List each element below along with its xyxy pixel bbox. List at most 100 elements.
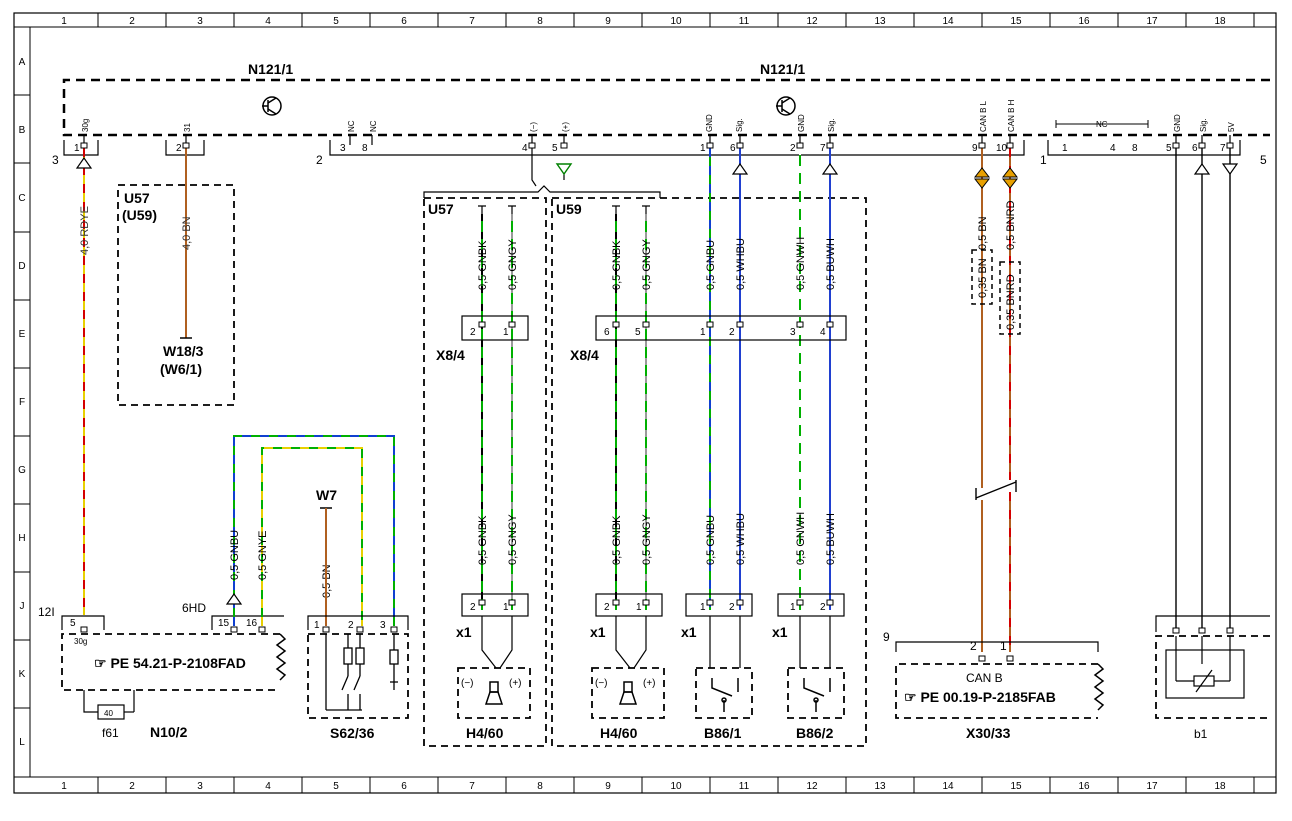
pin-number: 1 xyxy=(503,602,509,613)
row-label: F xyxy=(19,397,25,408)
wire-label: 0,5 WHBU xyxy=(735,513,747,565)
col-label: 17 xyxy=(1146,16,1158,27)
switch-icon xyxy=(325,634,399,711)
wire-label: 0,5 GNBK xyxy=(477,240,489,290)
component-label: S62/36 xyxy=(330,725,375,741)
box-label: U57 xyxy=(428,201,454,217)
wire-label: 0,5 GNGY xyxy=(641,514,653,565)
wire-label: 0,35 BN xyxy=(977,258,989,298)
pin-number: 6 xyxy=(1192,143,1198,154)
wire-label: 0,5 GNGY xyxy=(507,514,519,565)
pin-numbers: 1 2 3 8 4 5 1 6 2 7 9 10 1 4 8 5 6 7 xyxy=(74,143,1226,154)
connector-label: 5 xyxy=(1260,153,1267,167)
component-label: b1 xyxy=(1194,727,1208,741)
row-labels: A B C D E F G H J K L xyxy=(18,57,26,748)
connector-label: 12I xyxy=(38,605,55,619)
fuse-icon xyxy=(83,690,135,720)
polarity-plus: (+) xyxy=(643,678,656,689)
row-label: L xyxy=(19,737,25,748)
speaker-icon xyxy=(618,681,638,705)
col-label: 16 xyxy=(1078,16,1090,27)
pin-number: 9 xyxy=(972,143,978,154)
connector-label: X8/4 xyxy=(570,347,599,363)
s62-box xyxy=(307,633,409,719)
pin-number: 2 xyxy=(790,143,796,154)
wire-label: 0,5 GNWH xyxy=(795,237,807,290)
pin-number: 3 xyxy=(340,143,346,154)
col-label: 5 xyxy=(333,781,339,792)
component-label: X30/33 xyxy=(966,725,1011,741)
x8-4-connector xyxy=(461,315,847,341)
wire-label: 0,5 GNBK xyxy=(611,515,623,565)
col-label: 15 xyxy=(1010,781,1022,792)
col-label: 18 xyxy=(1214,16,1226,27)
col-label: 3 xyxy=(197,16,203,27)
col-label: 18 xyxy=(1214,781,1226,792)
pin-number: 1 xyxy=(790,602,796,613)
pin-number: 2 xyxy=(470,602,476,613)
b1-wires xyxy=(1175,148,1231,632)
pin-number: 6 xyxy=(604,327,610,338)
col-label: 6 xyxy=(401,781,407,792)
col-label: 7 xyxy=(469,16,475,27)
connector-label: 6HD xyxy=(182,601,206,615)
potentiometer-icon xyxy=(1165,636,1245,699)
col-label: 2 xyxy=(129,16,135,27)
pin-name: Sig. xyxy=(827,118,836,132)
pin-name: CAN B L xyxy=(979,100,988,132)
pin-number: 15 xyxy=(218,618,230,629)
pin-name: 30g xyxy=(74,637,87,646)
pin-number: 6 xyxy=(730,143,736,154)
polarity-minus: (−) xyxy=(595,678,608,689)
pin-number: 5 xyxy=(635,327,641,338)
pin-number: 1 xyxy=(1062,143,1068,154)
switch-box xyxy=(695,667,845,719)
bidirectional-arrow-icon xyxy=(973,167,1019,189)
control-unit-label: N121/1 xyxy=(760,61,805,77)
pin-number: 1 xyxy=(314,620,320,631)
pin-number: 2 xyxy=(604,602,610,613)
connector-label: 1 xyxy=(1040,153,1047,167)
wire-label-box xyxy=(971,249,1021,335)
pin-number: 1 xyxy=(700,143,706,154)
pin-number: 2 xyxy=(970,639,977,653)
arrow-up-icon xyxy=(225,592,243,605)
wire-label: 0,35 BNRD xyxy=(1005,274,1017,330)
pressure-switch-icon xyxy=(803,678,831,712)
col-label: 9 xyxy=(605,781,611,792)
reference-label: ☞ PE 00.19-P-2185FAB xyxy=(904,689,1056,705)
pin-name: Sig. xyxy=(735,118,744,132)
pin-name: GND xyxy=(705,114,714,132)
pin-number: 10 xyxy=(996,143,1008,154)
wire-gngy xyxy=(511,214,647,610)
col-label: 13 xyxy=(874,16,886,27)
pin-number: 4 xyxy=(820,327,826,338)
col-label: 1 xyxy=(61,16,67,27)
col-label: 2 xyxy=(129,781,135,792)
row-label: D xyxy=(18,261,25,272)
pin-number: 8 xyxy=(362,143,368,154)
pin-number: 3 xyxy=(790,327,796,338)
column-labels: 1 2 3 4 5 6 7 8 9 10 11 12 13 14 15 16 1… xyxy=(61,16,1226,792)
pin-name: GND xyxy=(797,114,806,132)
component-label: H4/60 xyxy=(600,725,638,741)
connector-label: 3 xyxy=(52,153,59,167)
wire-label: 0,5 WHBU xyxy=(735,238,747,290)
wire-label: 0,5 BUWH xyxy=(825,513,837,565)
wire-label: 0,5 GNBU xyxy=(705,240,717,290)
pin-name: 31 xyxy=(183,123,192,132)
wire-gnye-loop xyxy=(261,447,363,626)
pin-number: 1 xyxy=(700,602,706,613)
pin-number: 1 xyxy=(636,602,642,613)
pin-number: 5 xyxy=(1166,143,1172,154)
pin-number: 5 xyxy=(552,143,558,154)
row-label: E xyxy=(19,329,26,340)
twisted-pair-icon xyxy=(975,480,1017,500)
pin-number: 2 xyxy=(729,602,735,613)
col-label: 7 xyxy=(469,781,475,792)
pin-number: 7 xyxy=(1220,143,1226,154)
col-label: 14 xyxy=(942,16,954,27)
box-label: U59 xyxy=(556,201,582,217)
pin-number: 1 xyxy=(74,143,80,154)
pin-name: GND xyxy=(1173,114,1182,132)
